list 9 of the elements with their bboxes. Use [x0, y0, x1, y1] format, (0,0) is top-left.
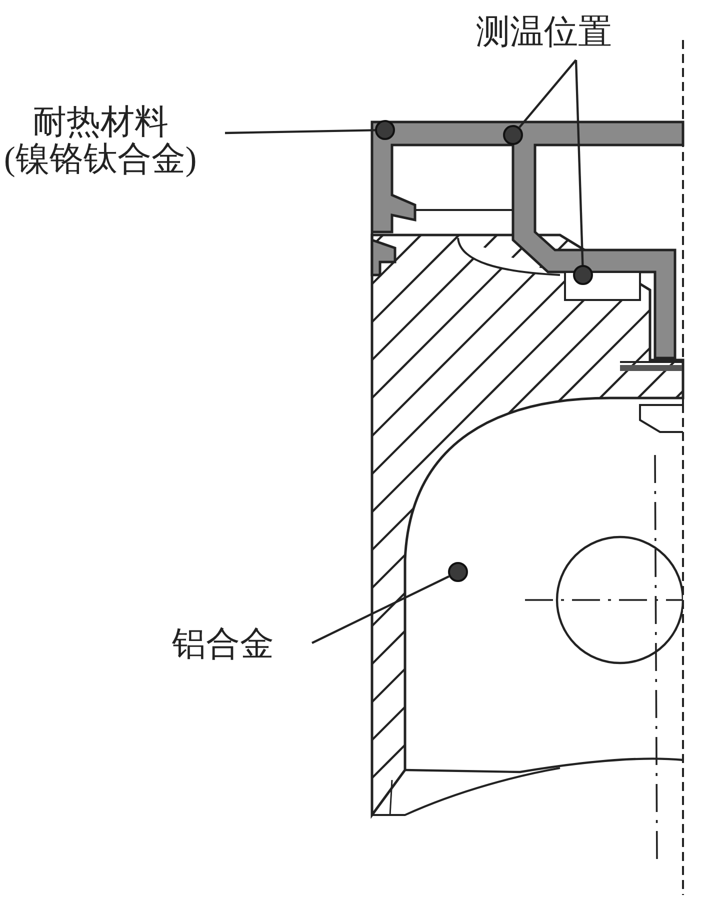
measurement-point — [448, 562, 468, 582]
label-text: 铝合金 — [172, 626, 274, 664]
leader-line — [574, 60, 584, 266]
label-text: 耐热材料 — [31, 104, 170, 142]
leader-line — [518, 59, 577, 128]
label-text: 测温位置 — [476, 14, 612, 52]
leader-line — [224, 129, 376, 134]
label-text: (镍铬钛合金) — [4, 141, 197, 179]
leader-line — [312, 575, 450, 644]
